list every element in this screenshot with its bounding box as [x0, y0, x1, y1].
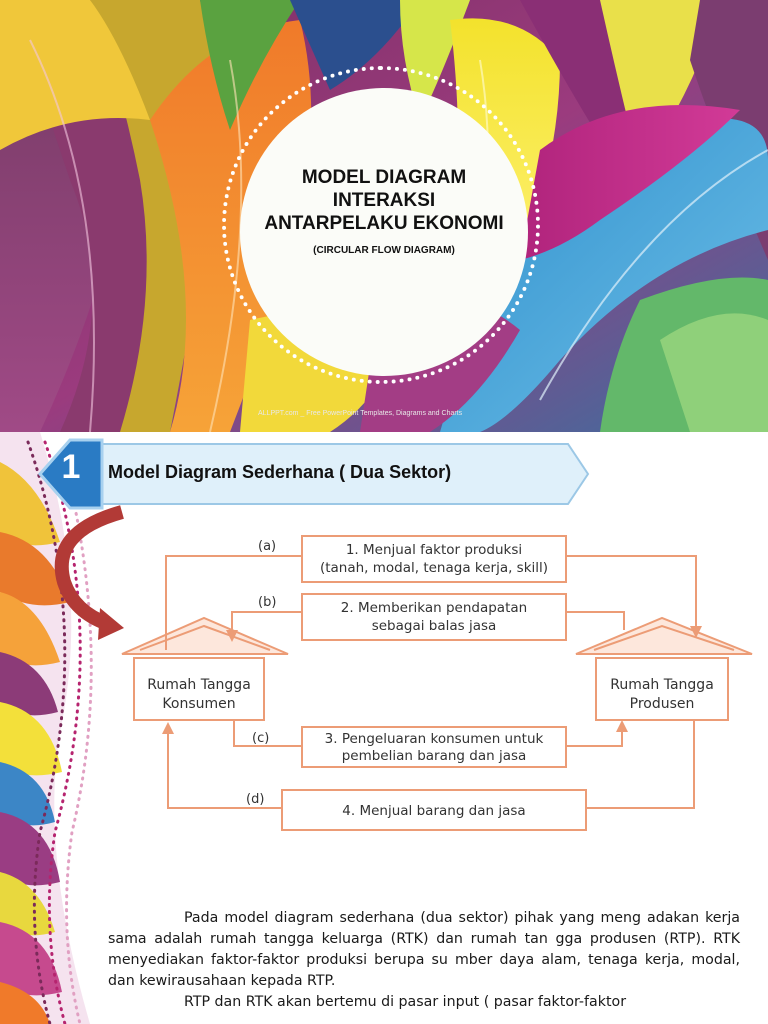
- flow-b-tag: (b): [258, 595, 276, 610]
- title-line-2: INTERAKSI: [332, 190, 436, 211]
- paragraph-2: RTP dan RTK akan bertemu di pasar input …: [184, 994, 627, 1010]
- house-konsumen-icon: [121, 616, 289, 721]
- title-dotted-ring: [222, 66, 540, 384]
- subtitle: (CIRCULAR FLOW DIAGRAM): [313, 245, 455, 256]
- flow-c-line-1: 3. Pengeluaran konsumen untuk: [325, 731, 544, 747]
- flow-c-tag: (c): [252, 731, 269, 746]
- section-heading: Model Diagram Sederhana ( Dua Sektor): [108, 462, 452, 482]
- circular-flow-diagram: [121, 535, 753, 831]
- flow-c-line-2: pembelian barang dan jasa: [342, 748, 527, 764]
- right-entity-line-1: Rumah Tangga: [610, 677, 714, 693]
- left-entity-line-1: Rumah Tangga: [147, 677, 251, 693]
- section-heading-banner: [37, 438, 590, 510]
- slide2-graphics: Rumah Tangga Konsumen Rumah Tangga Produ…: [37, 438, 753, 831]
- content-slide: Rumah Tangga Konsumen Rumah Tangga Produ…: [0, 432, 768, 1024]
- flow-a-line-2: (tanah, modal, tenaga kerja, skill): [320, 560, 548, 576]
- explanation-text: Pada model diagram sederhana (dua sektor…: [108, 908, 740, 1013]
- watermark: ALLPPT.com _ Free PowerPoint Templates, …: [258, 410, 463, 417]
- curved-arrow-icon: [54, 505, 124, 640]
- title-block: MODEL DIAGRAM INTERAKSI ANTARPELAKU EKON…: [240, 166, 528, 256]
- title-line-1: MODEL DIAGRAM: [301, 167, 467, 188]
- title-slide: MODEL DIAGRAM INTERAKSI ANTARPELAKU EKON…: [0, 0, 768, 432]
- flow-a-tag: (a): [258, 539, 276, 554]
- right-entity-line-2: Produsen: [630, 696, 695, 712]
- title-line-3: ANTARPELAKU EKONOMI: [264, 213, 504, 234]
- flow-b-line-1: 2. Memberikan pendapatan: [341, 600, 527, 616]
- flow-d-line-1: 4. Menjual barang dan jasa: [342, 803, 525, 819]
- flow-d-tag: (d): [246, 792, 264, 807]
- flow-a-line-1: 1. Menjual faktor produksi: [346, 542, 522, 558]
- section-number: 1: [61, 448, 81, 486]
- flow-b-line-2: sebagai balas jasa: [372, 618, 497, 634]
- paragraph-1: Pada model diagram sederhana (dua sektor…: [108, 910, 740, 989]
- house-produsen-icon: [575, 616, 753, 721]
- left-entity-line-2: Konsumen: [162, 696, 235, 712]
